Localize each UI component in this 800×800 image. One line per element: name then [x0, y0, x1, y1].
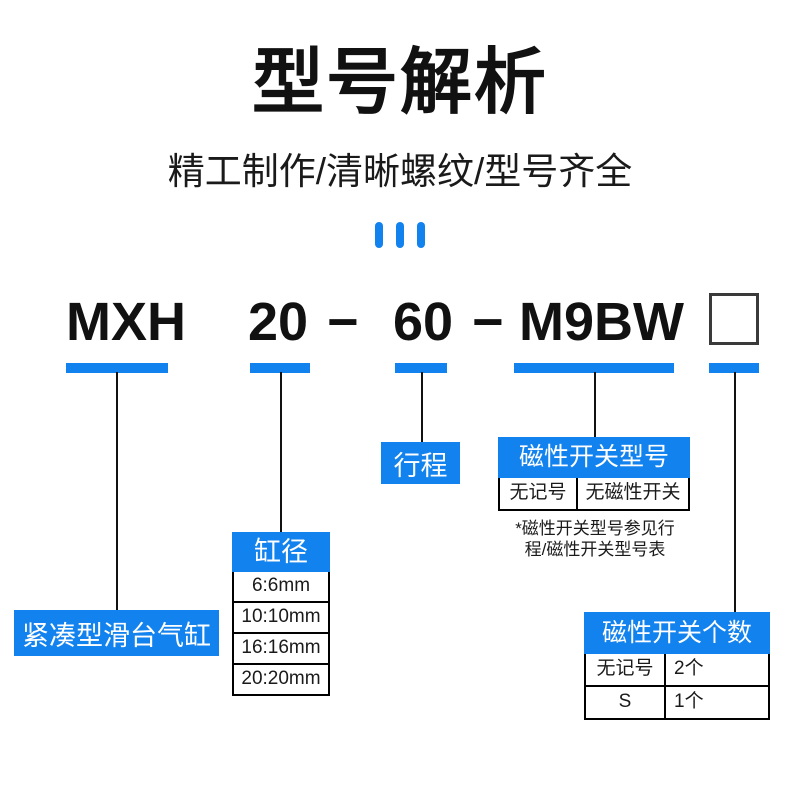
- page-title: 型号解析: [251, 43, 548, 123]
- callout-switch-count-table: 磁性开关个数 无记号 2个 S 1个: [584, 612, 770, 720]
- connector-series: [116, 372, 118, 610]
- underline-series: [66, 363, 168, 373]
- underline-switch-count: [709, 363, 759, 373]
- underline-bore: [250, 363, 310, 373]
- code-token-stroke: 60: [393, 292, 454, 352]
- code-token-switch-count-box: [709, 293, 759, 345]
- divider-bar-2: [396, 222, 404, 248]
- connector-bore: [280, 372, 282, 532]
- callout-switch-model-desc: 无磁性开关: [578, 478, 690, 511]
- callout-switch-count-row-0: 无记号 2个: [584, 654, 770, 687]
- underline-stroke: [395, 363, 447, 373]
- connector-stroke: [421, 372, 423, 442]
- callout-bore-row-3: 20:20mm: [232, 665, 330, 696]
- code-token-series: MXH: [66, 292, 186, 352]
- callout-bore-row-2: 16:16mm: [232, 634, 330, 665]
- callout-switch-count-title: 磁性开关个数: [584, 612, 770, 654]
- code-separator-1: −: [327, 292, 359, 352]
- callout-switch-model-table: 磁性开关型号 无记号 无磁性开关: [498, 437, 690, 511]
- callout-bore-title: 缸径: [232, 532, 330, 572]
- code-token-switch-model: M9BW: [519, 292, 684, 352]
- divider-bar-3: [417, 222, 425, 248]
- callout-switch-count-desc-0: 2个: [666, 654, 770, 687]
- callout-switch-model-code: 无记号: [498, 478, 578, 511]
- code-token-bore: 20: [248, 292, 309, 352]
- callout-stroke-title: 行程: [381, 442, 460, 484]
- code-separator-2: −: [472, 292, 504, 352]
- callout-switch-count-code-1: S: [584, 687, 666, 720]
- callout-switch-count-desc-1: 1个: [666, 687, 770, 720]
- underline-switch-model: [514, 363, 674, 373]
- callout-switch-model-footnote: *磁性开关型号参见行 程/磁性开关型号表: [515, 519, 675, 559]
- divider-dots: [0, 222, 800, 248]
- callout-switch-model-row: 无记号 无磁性开关: [498, 478, 690, 511]
- callout-switch-model-title: 磁性开关型号: [498, 437, 690, 478]
- callout-bore-row-0: 6:6mm: [232, 572, 330, 603]
- callout-switch-count-row-1: S 1个: [584, 687, 770, 720]
- divider-bar-1: [375, 222, 383, 248]
- page-subtitle: 精工制作/清晰螺纹/型号齐全: [167, 151, 633, 192]
- callout-series-title: 紧凑型滑台气缸: [14, 610, 219, 656]
- connector-switch-model: [594, 372, 596, 437]
- callout-switch-count-code-0: 无记号: [584, 654, 666, 687]
- callout-bore-table: 缸径 6:6mm 10:10mm 16:16mm 20:20mm: [232, 532, 330, 696]
- connector-switch-count: [734, 372, 736, 612]
- callout-bore-row-1: 10:10mm: [232, 603, 330, 634]
